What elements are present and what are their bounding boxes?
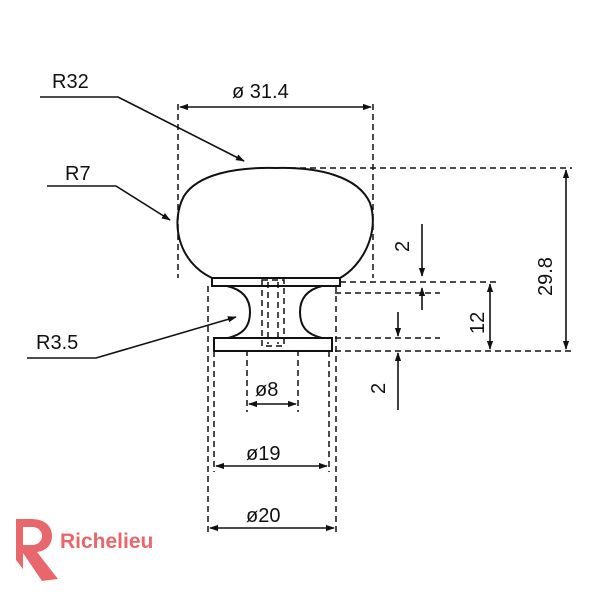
radius-leaders — [27, 96, 245, 359]
diameter-label-31-4: ø 31.4 — [232, 81, 289, 103]
radius-label-r7: R7 — [65, 163, 91, 185]
diameter-label-19: ø19 — [246, 443, 280, 465]
knob-head — [176, 166, 374, 279]
knob-upper-plate — [211, 277, 341, 287]
thickness-label-bottom: 2 — [368, 383, 390, 394]
dimension-lines — [179, 103, 570, 532]
radius-label-r32: R32 — [52, 71, 89, 93]
knob-outline — [176, 166, 374, 352]
knob-base-plate — [213, 337, 333, 352]
brand-name: Richelieu — [60, 530, 153, 553]
r-letter-logo-icon — [16, 519, 58, 581]
dimension-labels: R32 R7 R3.5 ø 31.4 ø8 ø19 ø20 29.8 12 2 … — [36, 71, 557, 527]
extension-lines — [177, 104, 572, 535]
radius-label-r3-5: R3.5 — [36, 332, 78, 354]
diameter-label-8: ø8 — [255, 379, 278, 401]
brand-logo: Richelieu — [16, 519, 153, 581]
height-label-12: 12 — [467, 312, 489, 334]
thickness-label-top: 2 — [392, 241, 414, 252]
insert-hidden-lines — [261, 279, 285, 347]
knob-neck — [226, 285, 323, 339]
diameter-label-20: ø20 — [246, 505, 280, 527]
height-label-29-8: 29.8 — [535, 257, 557, 296]
